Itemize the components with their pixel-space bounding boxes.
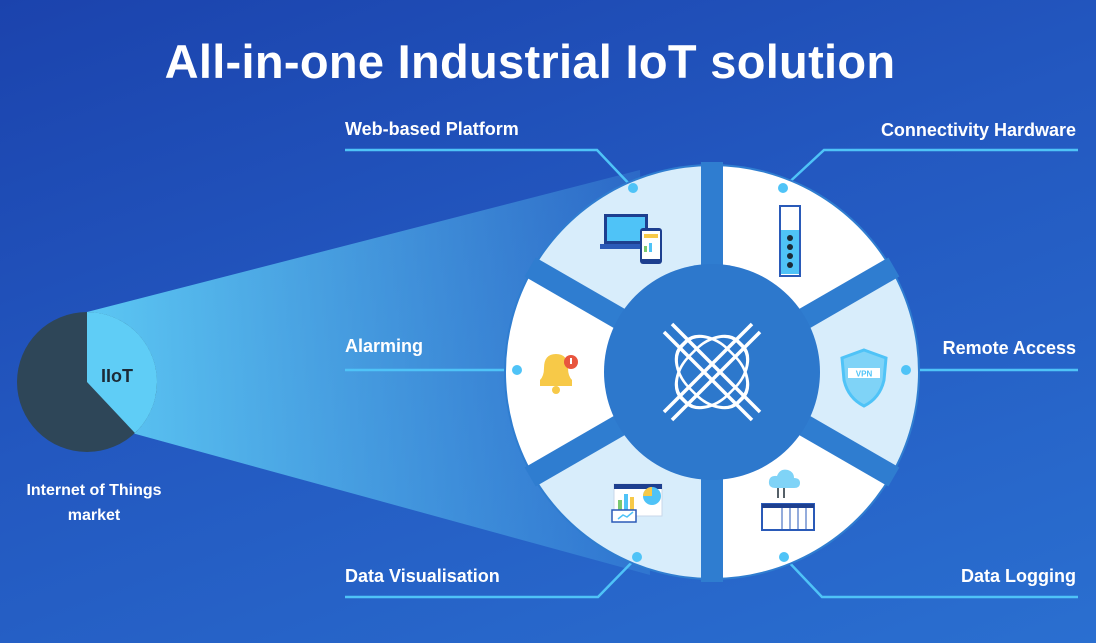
label-data-visualisation: Data Visualisation [345, 566, 500, 586]
connector-data-vis [345, 556, 638, 599]
page-title: All-in-one Industrial IoT solution [164, 35, 896, 88]
connector-web-platform [345, 148, 634, 189]
wheel-hub [604, 264, 820, 480]
projection-beam [87, 170, 650, 575]
pie-slice-label: IIoT [101, 366, 133, 386]
router-device-icon [779, 205, 801, 277]
label-connectivity-hardware: Connectivity Hardware [880, 120, 1076, 140]
connector-data-logging [783, 556, 1078, 599]
dashboard-chart-icon [611, 483, 663, 523]
pie-slice-iiot [87, 312, 157, 434]
x-logo-icon [662, 322, 762, 422]
label-data-logging: Data Logging [961, 566, 1076, 586]
cloud-datalogger-icon [761, 469, 815, 531]
laptop-phone-icon [600, 214, 662, 264]
bell-alert-icon [540, 354, 578, 394]
iot-market-pie [17, 312, 157, 452]
connector-connectivity [782, 148, 1078, 189]
svg-text:VPN: VPN [856, 370, 873, 379]
connector-dots [512, 183, 911, 562]
vpn-shield-icon: VPN [840, 348, 888, 408]
pie-caption: Internet of Things market [4, 478, 184, 528]
pie-caption-line1: Internet of Things [26, 482, 162, 499]
pie-caption-line2: market [67, 507, 121, 524]
label-web-based-platform: Web-based Platform [345, 119, 519, 139]
label-remote-access: Remote Access [942, 338, 1076, 358]
label-alarming: Alarming [345, 336, 424, 356]
connectors [345, 148, 1078, 599]
